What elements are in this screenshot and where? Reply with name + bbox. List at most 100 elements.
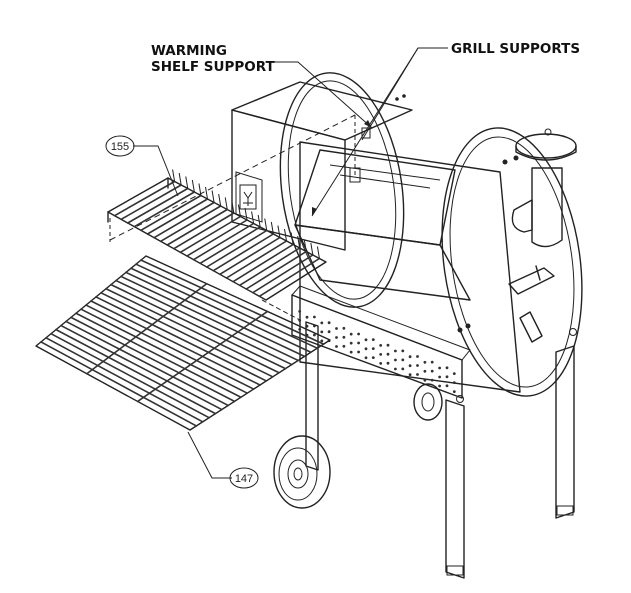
rack-bar <box>153 201 215 239</box>
rack-bar <box>45 337 204 423</box>
perforation-hole <box>423 378 427 382</box>
perforation-hole <box>349 332 353 336</box>
rack-bar <box>218 193 222 207</box>
rack-bar <box>113 180 176 217</box>
perforation-hole <box>423 369 427 373</box>
smokestack-icon <box>511 128 577 248</box>
front-legs <box>445 345 575 579</box>
perforation-hole <box>342 344 346 348</box>
perforation-hole <box>394 358 397 362</box>
perforation-hole <box>401 358 405 362</box>
rack-bar <box>55 328 217 415</box>
perforated-front-panel <box>291 285 471 399</box>
perforation-hole <box>342 326 346 330</box>
damper-icon <box>519 311 543 343</box>
perforation-hole <box>401 367 405 371</box>
rack-bar <box>212 233 275 272</box>
perforation-hole <box>430 378 434 382</box>
grill-grate <box>35 255 331 431</box>
perforation-hole <box>416 355 419 358</box>
rack-bar <box>120 275 299 362</box>
perforation-hole <box>430 360 434 364</box>
rack-bar <box>126 187 189 224</box>
perforation-hole <box>349 350 353 354</box>
bolt-icon <box>395 94 577 403</box>
rack-bar <box>140 194 202 232</box>
rack-bar <box>192 222 255 261</box>
rack-bar <box>136 310 269 403</box>
perforation-hole <box>357 341 360 345</box>
rack-bar <box>225 240 288 279</box>
rack-bar <box>290 232 294 245</box>
rack-bar <box>130 267 312 354</box>
rack-bar <box>50 332 210 419</box>
perforation-hole <box>379 353 383 356</box>
perforation-hole <box>320 339 324 343</box>
perforation-hole <box>298 310 302 313</box>
rack-bar <box>85 304 255 390</box>
callout-155-number: 155 <box>111 141 129 153</box>
perforation-hole <box>313 315 316 319</box>
hopper-box <box>231 81 413 251</box>
rack-bar <box>95 296 268 382</box>
warming-label-line1: WARMING <box>151 43 227 59</box>
perforation-hole <box>452 381 456 384</box>
perforation-hole <box>438 384 441 388</box>
perforation-hole <box>320 321 324 325</box>
rack-bar <box>159 205 222 243</box>
rack-bar <box>277 225 281 238</box>
perforation-hole <box>327 321 331 325</box>
perforation-hole <box>371 356 375 359</box>
rack-bar <box>199 226 261 265</box>
mounting-dashed-lines <box>109 114 356 321</box>
rack-bar <box>231 200 235 214</box>
rack-bar <box>146 198 209 235</box>
rack-bar <box>264 218 268 231</box>
rack-bar <box>120 184 182 221</box>
rack-bar <box>205 229 268 268</box>
caster-icon <box>413 383 443 421</box>
perforation-hole <box>408 355 412 359</box>
perforation-hole <box>438 366 441 370</box>
rack-bar <box>303 239 307 252</box>
rack-bar <box>257 214 261 228</box>
perforation-hole <box>452 372 456 375</box>
rack-bar <box>125 271 306 358</box>
rack-bar <box>284 228 287 242</box>
rack-bar <box>237 204 241 217</box>
rear-end-cap <box>279 72 405 308</box>
perforation-hole <box>342 335 346 339</box>
perforation-hole <box>327 330 331 334</box>
left-leg-wheel <box>273 321 331 509</box>
perforation-hole <box>364 347 368 351</box>
grill-supports-label: GRILL SUPPORTS <box>451 41 580 57</box>
perforation-hole <box>386 352 390 356</box>
perforation-hole <box>371 347 375 350</box>
callout-155: 155 <box>105 135 135 157</box>
rack-bar <box>135 263 319 349</box>
warning-decal-icon <box>239 184 257 210</box>
rack-bar <box>310 242 314 256</box>
perforation-hole <box>320 330 324 334</box>
perforation-hole <box>386 343 390 347</box>
perforation-hole <box>394 349 397 353</box>
rack-bar <box>185 176 189 189</box>
rack-bar <box>75 312 242 399</box>
perforation-hole <box>305 315 309 319</box>
rack-bar <box>186 219 248 257</box>
rack-bar <box>191 179 195 193</box>
perforation-hole <box>364 338 368 342</box>
front-end-cap <box>441 127 583 397</box>
perforation-hole <box>401 349 405 353</box>
rack-bar <box>70 316 236 403</box>
perforation-hole <box>408 373 412 377</box>
rack-bar <box>173 212 235 250</box>
rack-bar <box>270 221 274 235</box>
warming-label-line2: SHELF SUPPORT <box>151 59 276 75</box>
perforation-hole <box>335 336 338 339</box>
perforation-hole <box>408 364 412 368</box>
perforation-hole <box>416 364 419 367</box>
rack-bar <box>172 169 176 182</box>
rack-bar <box>232 243 294 283</box>
rack-bar <box>166 208 229 246</box>
